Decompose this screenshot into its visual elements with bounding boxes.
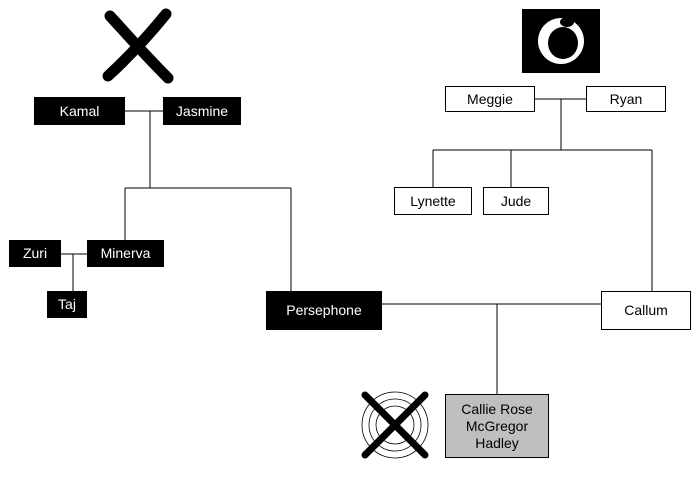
person-node-persephone: Persephone — [266, 291, 382, 330]
person-node-callum: Callum — [601, 291, 691, 330]
person-name-minerva: Minerva — [100, 245, 151, 261]
person-name-callie-line-3: Hadley — [475, 434, 519, 451]
person-name-zuri: Zuri — [22, 245, 48, 261]
person-name-meggie: Meggie — [467, 90, 513, 107]
person-name-jasmine: Jasmine — [175, 102, 229, 119]
person-node-minerva: Minerva — [87, 240, 164, 267]
person-name-callie-line-1: Callie Rose — [461, 400, 533, 417]
cross-icon — [102, 8, 174, 84]
circle-icon — [522, 9, 600, 73]
person-node-taj: Taj — [47, 291, 87, 318]
person-name-lynette: Lynette — [410, 192, 456, 209]
person-node-meggie: Meggie — [445, 86, 535, 112]
connector-lines — [61, 98, 653, 394]
person-node-kamal: Kamal — [34, 97, 125, 125]
person-name-ryan: Ryan — [609, 90, 643, 107]
person-node-ryan: Ryan — [586, 86, 666, 112]
crossed-target-icon — [361, 391, 429, 459]
person-name-jude: Jude — [500, 192, 532, 209]
person-name-persephone: Persephone — [286, 302, 362, 318]
person-name-taj: Taj — [58, 296, 76, 312]
person-node-callie-rose: Callie Rose McGregor Hadley — [445, 394, 549, 458]
person-node-jude: Jude — [483, 187, 549, 215]
person-name-callie-line-2: McGregor — [465, 417, 529, 434]
person-name-kamal: Kamal — [59, 102, 100, 119]
person-name-callum: Callum — [624, 302, 668, 318]
person-node-zuri: Zuri — [9, 240, 61, 267]
person-node-lynette: Lynette — [394, 187, 472, 215]
person-node-jasmine: Jasmine — [163, 97, 241, 125]
